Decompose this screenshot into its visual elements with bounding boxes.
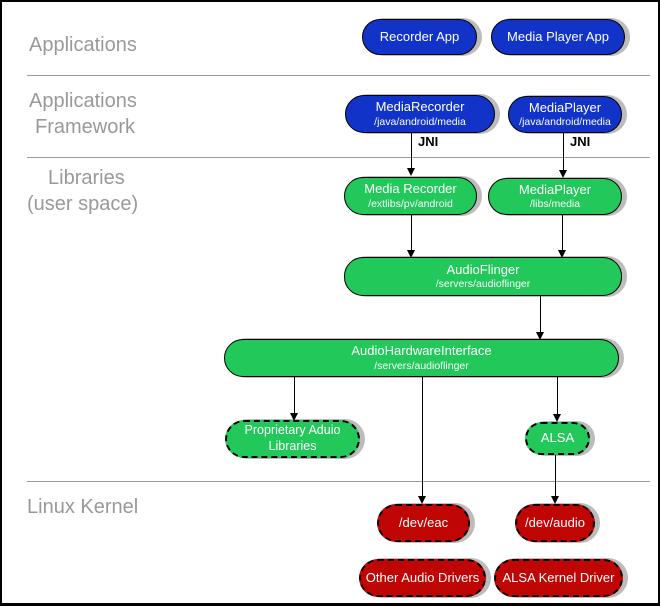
node-dev-eac-title: /dev/eac — [398, 514, 449, 530]
edge-audioflinger-to-ahi-line — [540, 296, 541, 332]
node-alsa-title: ALSA — [540, 430, 575, 446]
node-mediaplayer-lib: MediaPlayer /libs/media — [488, 178, 622, 215]
layer-label-libraries: Libraries (user space) — [27, 165, 138, 217]
node-mediarecorder-framework: MediaRecorder /java/android/media — [345, 95, 495, 133]
node-alsa: ALSA — [525, 422, 590, 455]
node-audioflinger-title: AudioFlinger — [446, 261, 520, 277]
layer-label-linux-kernel-text: Linux Kernel — [27, 496, 139, 518]
edge-label-jni-right: JNI — [570, 134, 591, 149]
layer-label-applications: Applications — [29, 32, 137, 58]
node-mediaplayer-framework-path: /java/android/media — [519, 116, 611, 129]
node-audioflinger: AudioFlinger /servers/audioflinger — [344, 257, 622, 296]
node-mediaplayer-framework: MediaPlayer /java/android/media — [508, 96, 622, 133]
edge-alsa-to-dev-audio-line — [555, 455, 556, 497]
node-audio-hardware-interface: AudioHardwareInterface /servers/audiofli… — [224, 339, 619, 377]
edge-mediaplayer-jni-arrowhead — [559, 170, 567, 178]
layer-label-libraries-line2: (user space) — [27, 193, 139, 215]
node-recorder-app-title: Recorder App — [379, 28, 460, 44]
layer-label-applications-text: Applications — [29, 34, 137, 56]
edge-audioflinger-to-ahi-arrowhead — [536, 332, 544, 340]
edge-ahi-to-proprietary-arrowhead — [290, 413, 298, 421]
node-recorder-app: Recorder App — [362, 19, 477, 55]
layer-label-linux-kernel: Linux Kernel — [27, 494, 138, 520]
node-other-audio-drivers-title: Other Audio Drivers — [365, 569, 480, 585]
edge-mediarecorder-to-audioflinger-arrowhead — [407, 250, 415, 258]
node-media-recorder-lib: Media Recorder /extlibs/pv/android — [344, 177, 477, 215]
node-media-recorder-lib-title: Media Recorder — [364, 181, 457, 197]
node-media-player-app-title: Media Player App — [507, 28, 609, 44]
node-audioflinger-path: /servers/audioflinger — [435, 278, 531, 291]
node-mediaplayer-framework-title: MediaPlayer — [528, 99, 602, 115]
node-proprietary-audio-libraries: Proprietary Aduio Libraries — [225, 420, 360, 458]
edge-ahi-to-proprietary-line — [294, 377, 295, 413]
node-alsa-kernel-driver-title: ALSA Kernel Driver — [502, 569, 615, 585]
edge-ahi-to-dev-eac-line — [422, 377, 423, 497]
edge-mediaplayer-jni-line — [563, 133, 564, 170]
node-proprietary-audio-libraries-title: Proprietary Aduio Libraries — [244, 423, 341, 453]
node-dev-audio: /dev/audio — [515, 504, 595, 542]
node-audio-hardware-interface-title: AudioHardwareInterface — [351, 343, 492, 359]
edge-mediarecorder-jni-arrowhead — [407, 168, 415, 176]
node-mediaplayer-lib-title: MediaPlayer — [518, 181, 592, 197]
edge-mediaplayer-to-audioflinger-line — [562, 215, 563, 250]
divider-framework — [27, 157, 650, 158]
edge-ahi-to-alsa-line — [557, 377, 558, 415]
layer-label-applications-framework: Applications Framework — [29, 88, 137, 140]
node-mediarecorder-framework-title: MediaRecorder — [375, 99, 465, 115]
edge-mediarecorder-jni-line — [411, 133, 412, 169]
node-dev-eac: /dev/eac — [377, 504, 470, 542]
edge-mediarecorder-to-audioflinger-line — [411, 215, 412, 250]
node-mediaplayer-lib-path: /libs/media — [529, 198, 581, 211]
edge-label-jni-left: JNI — [418, 134, 439, 149]
divider-applications — [27, 75, 650, 76]
node-media-player-app: Media Player App — [491, 19, 625, 55]
edge-ahi-to-dev-eac-arrowhead — [418, 496, 426, 504]
node-alsa-kernel-driver: ALSA Kernel Driver — [494, 559, 623, 597]
edge-mediaplayer-to-audioflinger-arrowhead — [558, 250, 566, 258]
layer-label-libraries-line1: Libraries — [48, 167, 125, 189]
node-audio-hardware-interface-path: /servers/audioflinger — [374, 359, 469, 372]
layer-label-applications-framework-line1: Applications — [29, 90, 137, 112]
layer-label-applications-framework-line2: Framework — [35, 116, 136, 138]
edge-alsa-to-dev-audio-arrowhead — [551, 496, 559, 504]
node-dev-audio-title: /dev/audio — [525, 514, 585, 530]
node-mediarecorder-framework-path: /java/android/media — [374, 115, 466, 128]
edge-ahi-to-alsa-arrowhead — [553, 414, 561, 422]
divider-kernel — [27, 481, 650, 482]
node-other-audio-drivers: Other Audio Drivers — [359, 559, 486, 597]
node-media-recorder-lib-path: /extlibs/pv/android — [368, 197, 453, 210]
